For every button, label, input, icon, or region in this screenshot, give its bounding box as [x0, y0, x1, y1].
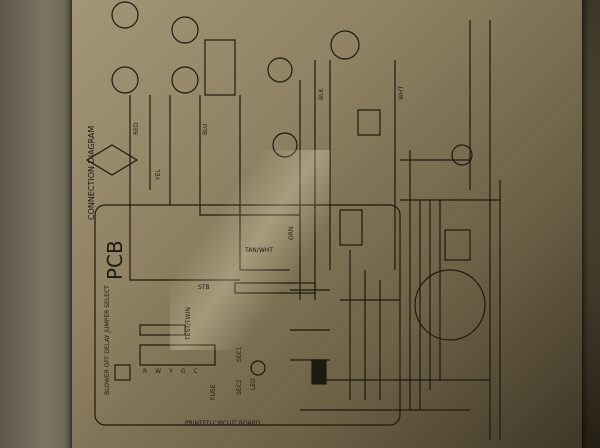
terminal-block: [139, 344, 216, 366]
switch-1: [267, 57, 293, 83]
component-4: [171, 66, 199, 94]
plug-1: [339, 209, 363, 246]
wire-label-orn: ORN: [288, 226, 295, 240]
capacitor: [451, 144, 473, 166]
terminal-w: W: [155, 368, 162, 375]
wire-label-wht: WHT: [398, 85, 405, 100]
diagram-label-sheet: [72, 0, 582, 448]
led-indicator: [250, 360, 266, 376]
jumper-label: BLOWER OFF DELAY JUMPER SELECT: [104, 285, 111, 395]
connector-strip: [234, 282, 316, 294]
transformer: [204, 39, 236, 96]
component-1: [111, 1, 139, 29]
fuse-label: FUSE: [210, 384, 217, 400]
wire-label-yel: YEL: [155, 169, 162, 180]
component-5: [444, 229, 471, 261]
wire-label-blu: BLU: [202, 123, 209, 135]
gas-valve: [85, 144, 139, 176]
wire-label-red: RED: [133, 122, 140, 135]
led-label: LED: [250, 378, 257, 390]
terminal-c: C: [193, 368, 198, 375]
motor: [330, 30, 360, 60]
board-caption: PRINTED CIRCUIT BOARD: [185, 420, 261, 427]
terminal-g: G: [180, 368, 186, 375]
blower-motor: [414, 269, 486, 341]
pcb-label: PCB: [103, 240, 127, 280]
pcb-outline: [94, 204, 401, 426]
wire-label-blk: BLK: [318, 88, 325, 100]
terminal-r: R: [143, 368, 148, 375]
diagram-title: CONNECTION DIAGRAM: [87, 125, 96, 220]
terminal-letters: R W Y G C: [143, 368, 198, 375]
plug-2: [357, 109, 381, 136]
metal-panel: [0, 0, 75, 448]
wire-label-tanwht: TAN/WHT: [245, 247, 273, 254]
switch-2: [272, 132, 298, 158]
light-glare: [170, 150, 330, 350]
sec1-label: SEC1: [236, 346, 243, 362]
jumper-block: [139, 324, 186, 336]
sec2-label: SEC2: [236, 379, 243, 395]
j2-connector: [114, 364, 131, 381]
test-label: TEST/TWIN: [185, 307, 192, 340]
wire-label-stb: STB: [198, 284, 210, 291]
component-3: [171, 16, 199, 44]
component-2: [111, 66, 139, 94]
fuse-block: [311, 359, 327, 385]
terminal-y: Y: [169, 368, 173, 375]
